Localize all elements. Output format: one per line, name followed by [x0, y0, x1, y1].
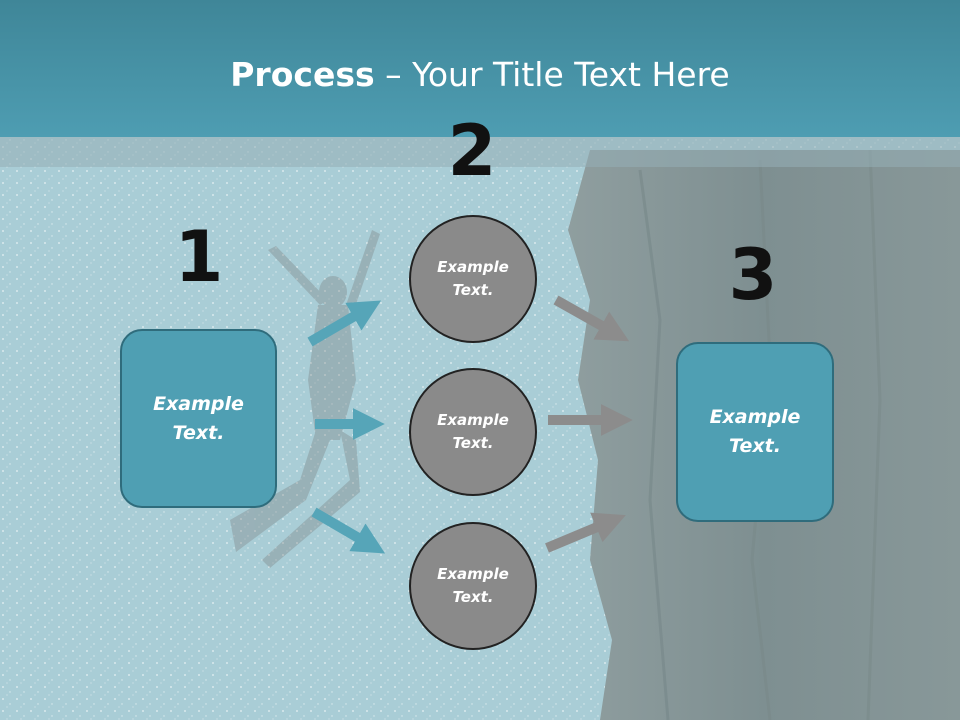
step-number-2: 2	[447, 110, 497, 192]
circle-2-line1: Example	[437, 411, 509, 429]
circle-1-line2: Text.	[452, 281, 494, 299]
circle-2[interactable]: Example Text.	[409, 368, 537, 496]
circle-2-line2: Text.	[452, 434, 494, 452]
circle-1-line1: Example	[437, 258, 509, 276]
arrow-to-circle-3	[311, 507, 386, 554]
circle-3[interactable]: Example Text.	[409, 522, 537, 650]
arrow-from-circle-3	[545, 512, 626, 553]
left-box-line2: Text.	[172, 421, 225, 444]
title-bold: Process	[230, 55, 375, 94]
title-bar-band	[0, 137, 960, 167]
step-number-1: 1	[174, 216, 224, 298]
left-box-line1: Example	[153, 392, 244, 415]
circle-3-line2: Text.	[452, 588, 494, 606]
circle-3-line1: Example	[437, 565, 509, 583]
arrow-from-circle-1	[553, 295, 630, 342]
circle-1[interactable]: Example Text.	[409, 215, 537, 343]
title-rest: – Your Title Text Here	[374, 55, 730, 94]
right-box[interactable]: Example Text.	[676, 342, 834, 522]
left-box[interactable]: Example Text.	[120, 329, 277, 508]
right-box-line2: Text.	[729, 435, 781, 457]
right-box-line1: Example	[709, 406, 801, 428]
arrow-to-circle-1	[307, 300, 382, 347]
title-bar	[0, 0, 960, 137]
step-number-3: 3	[728, 234, 778, 316]
page-title[interactable]: Process – Your Title Text Here	[0, 52, 960, 98]
